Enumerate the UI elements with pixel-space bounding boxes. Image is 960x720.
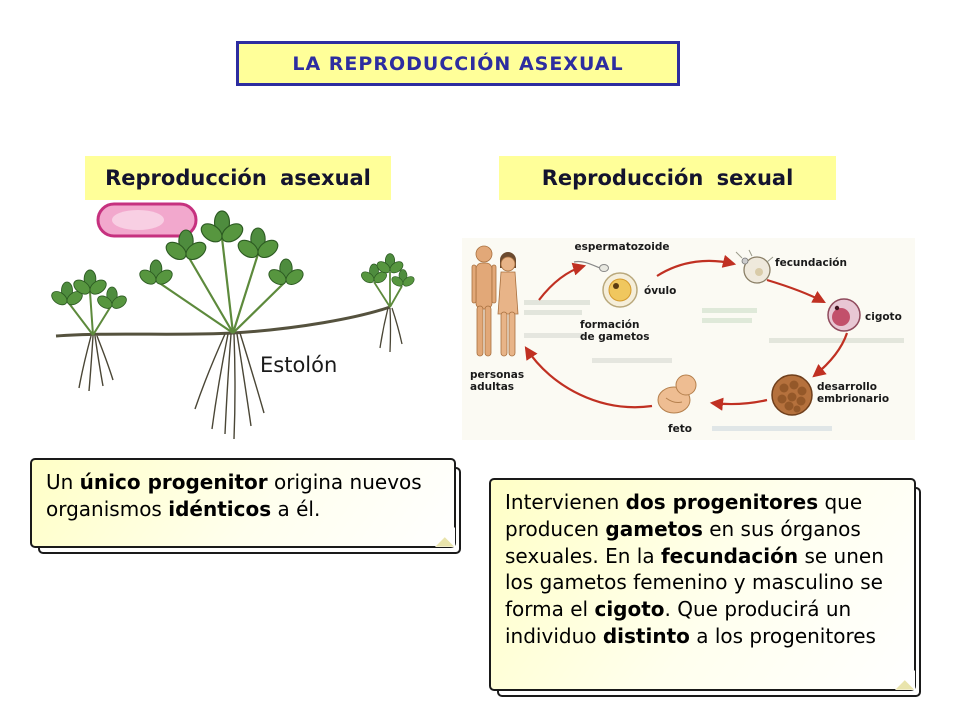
label-ovulo: óvulo [644, 285, 676, 297]
adults-figures [471, 245, 519, 357]
label-desarrollo-line2: embrionario [817, 393, 889, 405]
note-asexual: Un único progenitor origina nuevos organ… [30, 458, 461, 554]
note-asexual-text: Un único progenitor origina nuevos organ… [46, 470, 422, 521]
arrow-fertilization-to-zygote [766, 278, 826, 304]
slide-title-text: LA REPRODUCCIÓN ASEXUAL [292, 52, 624, 75]
label-fecundacion: fecundación [775, 257, 847, 269]
label-espermatozoide: espermatozoide [574, 241, 669, 253]
fertilization-cell [735, 249, 774, 284]
label-feto: feto [668, 423, 692, 435]
plant-center [136, 210, 307, 440]
estolon-caption: Estolón [260, 353, 337, 377]
sperm-cell [573, 260, 609, 272]
fetus-figure [657, 374, 697, 414]
plant-left [48, 269, 130, 392]
stolon-runner [55, 305, 391, 338]
arrow-morula-to-fetus [709, 397, 768, 411]
arrow-ovum-to-fertilization [656, 254, 737, 277]
roots-left [78, 335, 114, 392]
label-formacion-line2: de gametos [580, 331, 649, 343]
man-figure [471, 245, 497, 357]
stolon-illustration: Estolón [48, 202, 417, 440]
label-personas-line1: personas [470, 369, 524, 381]
label-personas-line2: adultas [470, 381, 514, 393]
morula-cell [771, 374, 813, 416]
woman-figure [497, 252, 519, 357]
roots-center [194, 332, 265, 440]
header-asexual-text: Reproducción asexual [105, 166, 371, 190]
header-sexual-text: Reproducción sexual [541, 166, 794, 190]
header-asexual: Reproducción asexual [85, 156, 391, 200]
reproduction-cycle-diagram: personas adultas espermatozoide óvulo fo… [462, 238, 915, 440]
roots-right [379, 307, 403, 353]
ovum-cell [602, 272, 638, 308]
folded-corner [895, 670, 915, 690]
pink-capsule [96, 202, 198, 238]
header-sexual: Reproducción sexual [499, 156, 836, 200]
label-desarrollo-line1: desarrollo [817, 381, 877, 393]
note-sexual: Intervienen dos progenitores que produce… [489, 478, 921, 697]
cycle-arrows [524, 254, 849, 411]
arrow-zygote-to-morula [812, 332, 849, 378]
scan-noise [524, 300, 904, 431]
folded-corner [435, 527, 455, 547]
label-cigoto: cigoto [865, 311, 902, 323]
arrow-fetus-to-adults [524, 346, 653, 409]
slide-title: LA REPRODUCCIÓN ASEXUAL [236, 41, 680, 86]
label-formacion-line1: formación [580, 319, 640, 331]
note-sexual-text: Intervienen dos progenitores que produce… [505, 490, 884, 648]
plant-right [359, 253, 417, 353]
arrow-adults-to-gametes [538, 262, 587, 301]
zygote-cell [827, 298, 861, 332]
